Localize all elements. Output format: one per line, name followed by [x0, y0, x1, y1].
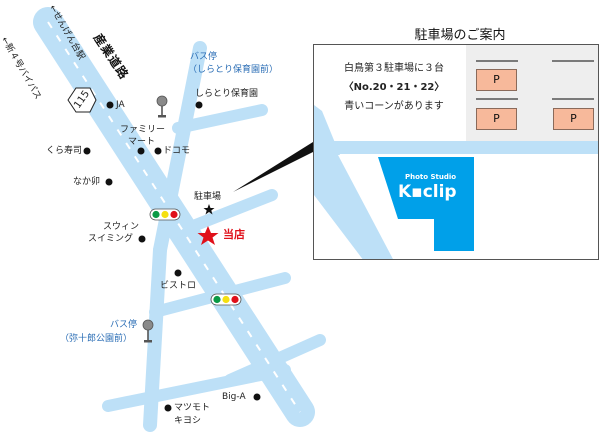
dot-matsumoto	[164, 404, 172, 412]
parking-instructions: 白鳥第３駐車場に３台 〈No.20・21・22〉 青いコーンがあります	[320, 59, 468, 116]
bus-stop-icon-1	[156, 95, 168, 118]
dot-nakau	[105, 178, 113, 186]
dot-bistro	[174, 269, 182, 277]
center-line	[47, 21, 301, 413]
label-docomo: ドコモ	[163, 146, 191, 156]
label-familymart-2: マート	[128, 137, 156, 147]
label-swin-2: スイミング	[88, 234, 134, 244]
bus-stop-1-line2: （しらとり保育園前）	[188, 65, 279, 75]
dot-shiratori	[195, 101, 203, 109]
parking-panel-title: 駐車場のご案内	[414, 28, 506, 43]
parking-space-22: P	[553, 108, 594, 130]
label-familymart-1: ファミリー	[120, 125, 166, 135]
parking-line-1: 白鳥第３駐車場に３台	[344, 63, 444, 74]
traffic-light-icon-2	[210, 293, 242, 306]
traffic-light-icon-1	[149, 208, 181, 221]
dot-kura	[83, 147, 91, 155]
bus-stop-1-line1: バス停	[190, 52, 218, 62]
label-matsumoto-1: マツモト	[174, 403, 211, 413]
logo-subtitle: Photo Studio	[405, 173, 457, 181]
label-parking: 駐車場	[194, 192, 222, 202]
landmark-dots	[83, 101, 261, 412]
parking-panel: P P P 白鳥第３駐車場に３台 〈No.20・21・22〉 青いコーンがありま…	[313, 44, 599, 260]
label-store: 当店	[223, 228, 245, 241]
dot-docomo	[154, 147, 162, 155]
road-east-lower	[224, 334, 326, 386]
parking-space-20: P	[476, 69, 517, 91]
bus-stop-icon-2	[142, 319, 154, 343]
parking-line-3: 青いコーンがあります	[344, 101, 444, 112]
parking-lot: P P P	[466, 45, 598, 141]
dot-familymart	[137, 147, 145, 155]
bus-stop-2-line2: （弥十郎公園前）	[60, 334, 133, 344]
logo-name: K▪clip	[398, 182, 457, 202]
road-bigA	[102, 364, 291, 412]
parking-space-21: P	[476, 108, 517, 130]
label-kura: くら寿司	[46, 146, 83, 156]
dot-swin	[138, 235, 146, 243]
label-bistro: ビストロ	[160, 281, 197, 291]
road-shiratori	[172, 104, 268, 134]
dot-bigA	[253, 393, 261, 401]
label-nakau: なか卯	[73, 177, 101, 187]
roads	[33, 7, 326, 432]
panel-roads	[314, 105, 598, 259]
label-matsumoto-2: キヨシ	[174, 416, 202, 426]
parking-line-2: 〈No.20・21・22〉	[343, 82, 445, 93]
callout-pointer	[233, 142, 313, 192]
label-swin-1: スウィン	[103, 222, 140, 232]
bus-stop-2-line1: バス停	[110, 320, 138, 330]
label-ja: JA	[116, 100, 125, 110]
store-star-icon	[197, 226, 219, 245]
label-shiratori: しらとり保育園	[195, 89, 259, 99]
parking-star-icon	[203, 204, 215, 215]
route-115-sign	[67, 87, 97, 113]
dot-ja	[106, 101, 114, 109]
store-logo	[378, 157, 474, 251]
label-bigA: Big-A	[222, 392, 246, 402]
road-parking	[172, 189, 278, 238]
